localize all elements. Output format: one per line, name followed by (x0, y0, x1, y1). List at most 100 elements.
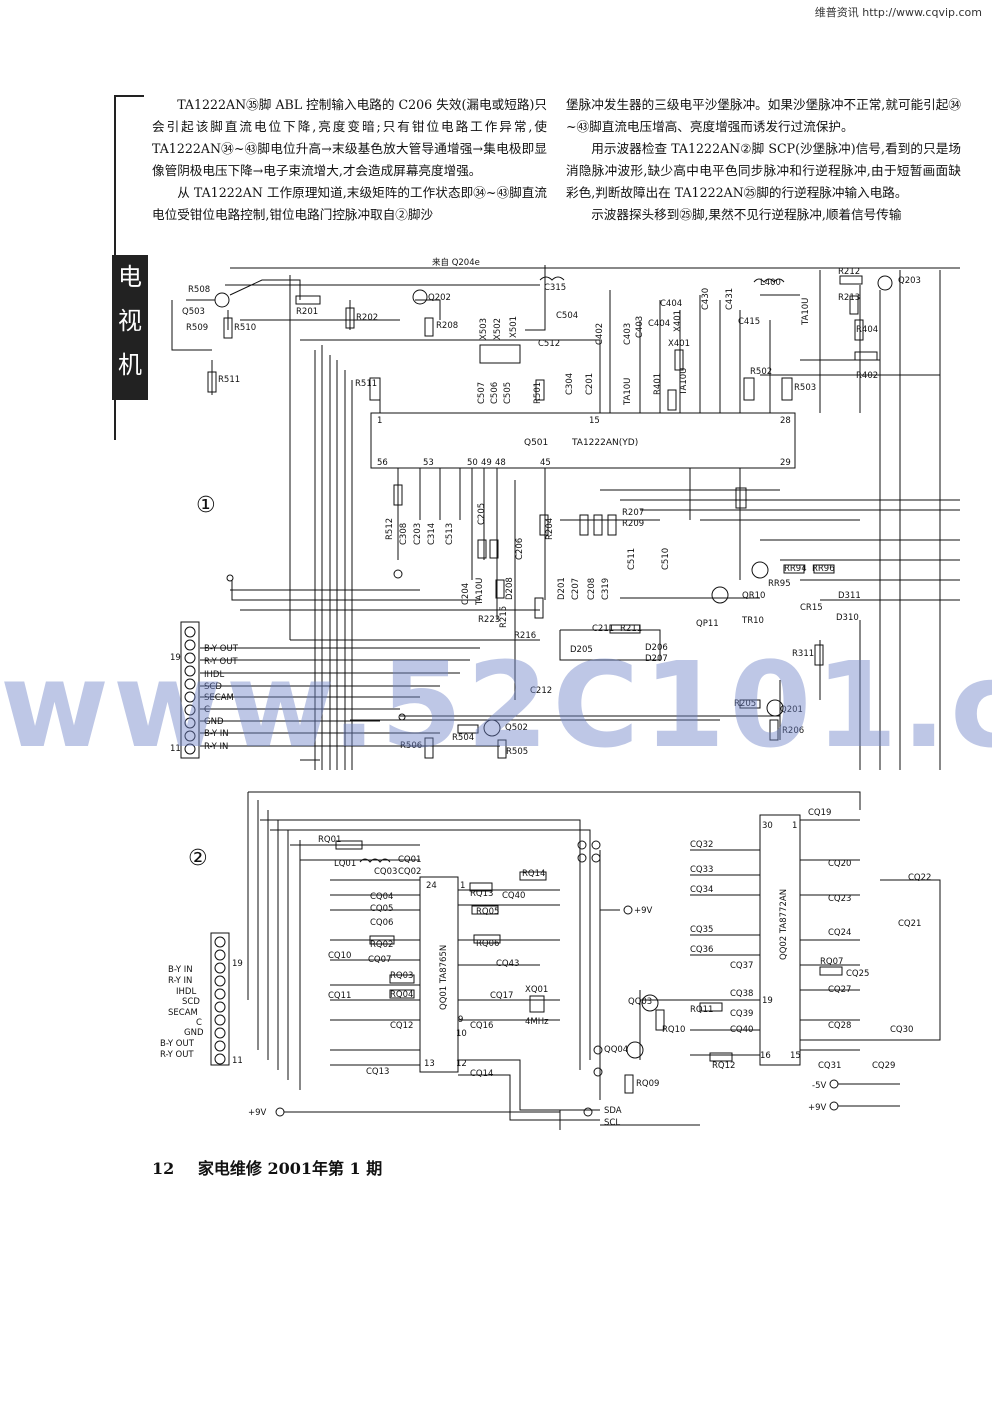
part-label: R216 (514, 631, 536, 641)
pin-label: 50 (467, 458, 478, 468)
inductor-l501 (539, 276, 565, 281)
resistor-symbol (497, 739, 507, 759)
pin-label: 1 (460, 881, 465, 891)
part-label: RR96 (812, 564, 835, 574)
part-label: D205 (570, 645, 593, 655)
resistor-symbol (624, 1074, 634, 1094)
part-label: CQ43 (496, 959, 519, 969)
part-label: D207 (645, 654, 668, 664)
pin-label: 19 (232, 959, 243, 969)
resistor-symbol (743, 377, 755, 401)
connector-label: IHDL (204, 670, 224, 680)
source-note: 来自 Q204e (432, 257, 480, 268)
part-label: Q503 (182, 307, 205, 317)
part-label: C204 (461, 583, 471, 605)
resistor-symbol (469, 882, 493, 892)
part-label: C415 (738, 317, 760, 327)
rail-label: +9V (634, 906, 653, 916)
part-label: C507 (477, 382, 487, 404)
part-label: R511 (355, 379, 377, 389)
part-label: R511 (218, 375, 240, 385)
section-tab: 电 视 机 (112, 255, 148, 400)
ic-qq01 (419, 876, 459, 1073)
part-label: CQ01 (398, 855, 421, 865)
site-header: 维普资讯 http://www.cqvip.com (814, 6, 982, 19)
connector-label: B-Y OUT (160, 1039, 195, 1049)
pin-label: 15 (790, 1051, 801, 1061)
part-label: X502 (493, 318, 503, 340)
part-label: C212 (530, 686, 552, 696)
part-label: R512 (385, 518, 395, 540)
part-label: CQ07 (368, 955, 391, 965)
part-label: RQ11 (690, 1005, 713, 1015)
resistor-symbol (699, 1002, 723, 1012)
part-label: C430 (701, 288, 711, 310)
resistor-symbol (489, 539, 499, 559)
part-label: LQ01 (334, 859, 356, 869)
resistor-symbol (424, 317, 434, 337)
connector-label: IHDL (176, 987, 196, 997)
resistor-symbol (839, 275, 863, 285)
part-label: CQ33 (690, 865, 713, 875)
resistor-symbol (579, 514, 589, 536)
part-label: RQ06 (476, 939, 499, 949)
figure-number: ② (188, 846, 208, 871)
part-label: C206 (515, 538, 525, 560)
part-label: R204 (545, 518, 555, 540)
pin-label: 1 (792, 821, 797, 831)
part-label: RQ03 (390, 971, 413, 981)
pin-label: 12 (456, 1059, 467, 1069)
part-label: Q201 (780, 705, 803, 715)
part-label: RQ14 (522, 869, 545, 879)
resistor-symbol (814, 644, 824, 666)
resistor-symbol (477, 539, 487, 559)
part-label: C208 (587, 578, 597, 600)
resistor-symbol (539, 514, 549, 536)
part-label: RQ01 (318, 835, 341, 845)
part-label: CQ22 (908, 873, 931, 883)
part-label: RQ09 (636, 1079, 659, 1089)
part-label: C506 (490, 382, 500, 404)
ic-model: TA1222AN(YD) (571, 438, 638, 448)
part-label: CQ02 (398, 867, 421, 877)
resistor-symbol (854, 351, 878, 361)
pin-label: 13 (424, 1059, 435, 1069)
part-label: CQ25 (846, 969, 869, 979)
rail-label: +9V (248, 1108, 267, 1118)
part-label: RQ07 (820, 957, 843, 967)
pin-label: 16 (760, 1051, 771, 1061)
sidebar-rule (114, 95, 116, 255)
part-label: CQ20 (828, 859, 851, 869)
resistor-symbol (471, 905, 499, 915)
crystal-xq01 (529, 995, 545, 1013)
resistor-symbol (473, 934, 501, 944)
sidebar-rule-lower (114, 400, 116, 440)
right-column: 堡脉冲发生器的三级电平沙堡脉冲。如果沙堡脉冲不正常,就可能引起㉞~㊸脚直流电压增… (566, 94, 961, 226)
part-label: CQ06 (370, 918, 393, 928)
part-label: RQ13 (470, 889, 493, 899)
part-label: R503 (794, 383, 816, 393)
part-label: CQ03 (374, 867, 397, 877)
resistor-symbol (335, 840, 363, 850)
part-label: R207 (622, 508, 644, 518)
pin-label: 1 (377, 416, 382, 426)
paragraph: 堡脉冲发生器的三级电平沙堡脉冲。如果沙堡脉冲不正常,就可能引起㉞~㊸脚直流电压增… (566, 97, 961, 134)
part-label: QQ03 (628, 997, 652, 1007)
part-label: TA10U (801, 298, 811, 326)
part-label: C201 (585, 373, 595, 395)
crystal-group (479, 344, 521, 364)
resistor-symbol (369, 935, 395, 945)
issue-text: 年第 1 期 (311, 1159, 383, 1178)
part-label: C315 (544, 283, 566, 293)
paragraph: 示波器探头移到㉕脚,果然不见行逆程脉冲,顺着信号传输 (591, 207, 902, 222)
resistor-symbol (709, 1052, 733, 1062)
resistor-symbol (854, 319, 864, 341)
part-label: CQ40 (730, 1025, 753, 1035)
part-label: D310 (836, 613, 859, 623)
part-label: RQ12 (712, 1061, 735, 1071)
part-label: CQ05 (370, 904, 393, 914)
ic-qq02 (759, 814, 801, 1066)
section-tab-char: 机 (118, 351, 142, 379)
part-label: C513 (445, 523, 455, 545)
resistor-symbol (389, 989, 415, 999)
